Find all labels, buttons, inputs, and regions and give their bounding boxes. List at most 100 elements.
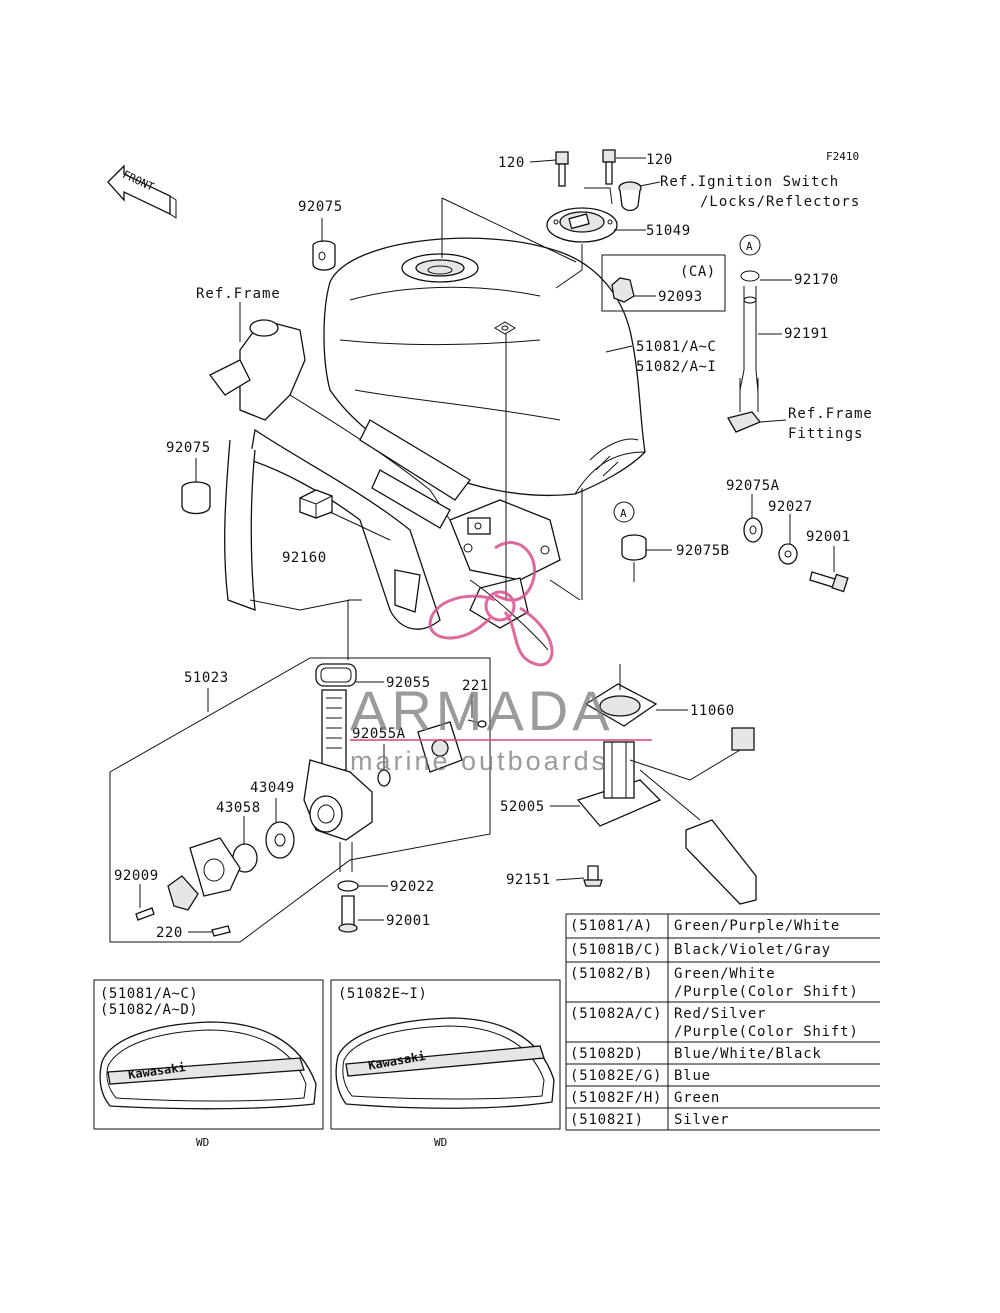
damper-92160 bbox=[299, 489, 333, 519]
table-code-1: (51081B/C) bbox=[570, 942, 662, 958]
label-92027: 92027 bbox=[768, 499, 813, 515]
label-92075A: 92075A bbox=[726, 478, 780, 494]
lever-knob bbox=[167, 875, 199, 911]
watermark-tagline: marine outboards bbox=[350, 746, 608, 776]
armada-watermark: ARMADA marine outboards bbox=[350, 541, 652, 776]
rubber-92075A bbox=[743, 517, 763, 543]
bolt-92001-right bbox=[809, 571, 849, 593]
table-code-0: (51081/A) bbox=[570, 918, 653, 934]
inset-right: (51082E~I) Kawasaki WD bbox=[330, 979, 561, 1149]
bolt-120-left bbox=[555, 151, 569, 187]
fuel-tank bbox=[323, 237, 646, 497]
bushing-92075B bbox=[621, 534, 647, 561]
label-120-a: 120 bbox=[498, 155, 525, 171]
tank-cap bbox=[546, 207, 618, 243]
table-color-6: Green bbox=[674, 1090, 720, 1106]
cover-plate bbox=[417, 719, 487, 773]
callout-labels: 120 120 Ref.Ignition Switch /Locks/Refle… bbox=[114, 152, 873, 941]
tank-bracket bbox=[449, 499, 561, 629]
label-ref-frame-fittings-1: Ref.Frame bbox=[788, 406, 873, 422]
inset-right-caption: WD bbox=[434, 1136, 447, 1149]
label-92055: 92055 bbox=[386, 675, 431, 691]
gasket-11060 bbox=[584, 683, 658, 727]
label-92001-lower: 92001 bbox=[386, 913, 431, 929]
color-table: (51081/A) Green/Purple/White (51081B/C) … bbox=[565, 913, 880, 1131]
label-ca: (CA) bbox=[680, 264, 716, 280]
inset-left-caption: WD bbox=[196, 1136, 209, 1149]
ignition-switch-part bbox=[618, 181, 642, 212]
label-92151: 92151 bbox=[506, 872, 551, 888]
bolt-120-right bbox=[602, 149, 616, 185]
label-92191: 92191 bbox=[784, 326, 829, 342]
label-92160: 92160 bbox=[282, 550, 327, 566]
label-51049: 51049 bbox=[646, 223, 691, 239]
ref-a-top: A bbox=[746, 240, 753, 253]
label-92001-right: 92001 bbox=[806, 529, 851, 545]
table-color-0: Green/Purple/White bbox=[674, 918, 840, 934]
table-color-2b: /Purple(Color Shift) bbox=[674, 984, 859, 1000]
table-code-3: (51082A/C) bbox=[570, 1006, 662, 1022]
inset-left-line1: (51081/A~C) bbox=[100, 986, 198, 1002]
bushing-92075-left bbox=[181, 481, 211, 515]
label-221: 221 bbox=[462, 678, 489, 694]
label-43049: 43049 bbox=[250, 780, 295, 796]
propeller-logo bbox=[428, 541, 554, 667]
frame bbox=[209, 319, 549, 651]
table-color-5: Blue bbox=[674, 1068, 711, 1084]
label-ref-frame-fittings-2: Fittings bbox=[788, 426, 863, 442]
table-code-7: (51082I) bbox=[570, 1112, 644, 1128]
table-code-6: (51082F/H) bbox=[570, 1090, 662, 1106]
bushing-92075-top bbox=[312, 240, 336, 271]
label-92075-left: 92075 bbox=[166, 440, 211, 456]
lever-plate bbox=[189, 837, 241, 897]
label-92075-top: 92075 bbox=[298, 199, 343, 215]
fuel-cock-group-outline bbox=[109, 657, 491, 943]
table-code-2: (51082/B) bbox=[570, 966, 653, 982]
label-92170: 92170 bbox=[794, 272, 839, 288]
label-51082: 51082/A~I bbox=[636, 359, 716, 375]
label-92022: 92022 bbox=[390, 879, 435, 895]
label-ref-frame-top: Ref.Frame bbox=[196, 286, 281, 302]
washer-92027 bbox=[778, 543, 798, 565]
label-120-b: 120 bbox=[646, 152, 673, 168]
label-92093: 92093 bbox=[658, 289, 703, 305]
label-52005: 52005 bbox=[500, 799, 545, 815]
figure-code: F2410 bbox=[826, 150, 859, 163]
label-43058: 43058 bbox=[216, 800, 261, 816]
table-color-7: Silver bbox=[674, 1112, 729, 1128]
table-color-1: Black/Violet/Gray bbox=[674, 942, 831, 958]
inset-left: (51081/A~C) (51082/A~D) Kawasaki WD bbox=[93, 979, 324, 1149]
table-code-5: (51082E/G) bbox=[570, 1068, 662, 1084]
label-51081: 51081/A~C bbox=[636, 339, 716, 355]
table-color-3: Red/Silver bbox=[674, 1006, 766, 1022]
label-92009: 92009 bbox=[114, 868, 159, 884]
label-92055A: 92055A bbox=[352, 726, 406, 742]
label-220: 220 bbox=[156, 925, 183, 941]
label-11060: 11060 bbox=[690, 703, 735, 719]
label-ref-ignition-1: Ref.Ignition Switch bbox=[660, 174, 839, 190]
table-color-3b: /Purple(Color Shift) bbox=[674, 1024, 859, 1040]
inset-right-line1: (51082E~I) bbox=[338, 986, 427, 1002]
breather-hose: A bbox=[727, 234, 762, 433]
sender-unit-52005 bbox=[576, 727, 757, 905]
gasket-92055 bbox=[315, 663, 357, 687]
watermark-brand: ARMADA bbox=[350, 679, 614, 742]
fuel-cock-body bbox=[303, 689, 373, 872]
label-ref-ignition-2: /Locks/Reflectors bbox=[700, 194, 860, 210]
screw-92009 bbox=[135, 907, 155, 921]
label-51023: 51023 bbox=[184, 670, 229, 686]
label-92075B: 92075B bbox=[676, 543, 730, 559]
washer-92022 bbox=[337, 880, 359, 892]
bolt-92001-lower bbox=[338, 895, 358, 933]
table-color-2: Green/White bbox=[674, 966, 776, 982]
ca-box-part-92093 bbox=[601, 254, 726, 312]
ref-a-mid: A bbox=[620, 507, 627, 520]
screw-92151 bbox=[583, 865, 603, 887]
callout-lines bbox=[139, 157, 835, 933]
inset-left-line2: (51082/A~D) bbox=[100, 1002, 198, 1018]
screw-220 bbox=[211, 925, 231, 937]
front-arrow-icon: FRONT bbox=[107, 164, 177, 219]
table-code-4: (51082D) bbox=[570, 1046, 644, 1062]
